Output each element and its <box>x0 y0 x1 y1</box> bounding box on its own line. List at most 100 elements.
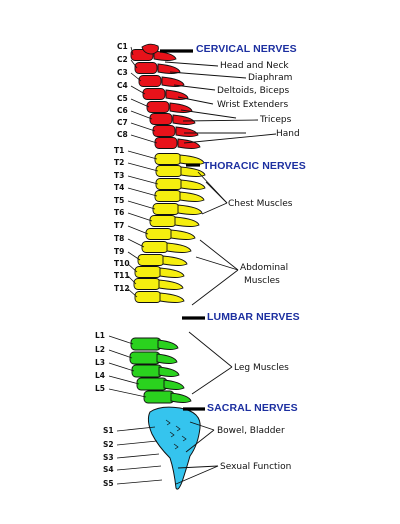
sacral-function-leaders <box>175 421 219 485</box>
sacral-foramen-mark <box>175 425 181 432</box>
vertebra-process-l4 <box>163 379 185 390</box>
vertebra-leader-s3 <box>116 453 160 459</box>
vertebra-leader-l2 <box>108 349 133 359</box>
vertebra-body-t11 <box>133 278 161 290</box>
vertebra-leader-c1 <box>130 46 134 56</box>
vertebra-leader-c8 <box>130 134 158 144</box>
vertebra-process-c6 <box>172 114 196 125</box>
vertebra-leader-t12 <box>127 288 138 298</box>
vertebra-leader-c7 <box>130 122 156 132</box>
vertebra-process-t3 <box>180 179 206 190</box>
vertebra-label-l5: L5 <box>95 384 105 393</box>
abdominal-label-line1: Abdominal <box>240 263 288 273</box>
lumbar-nerves-title: LUMBAR NERVES <box>207 311 300 323</box>
vertebra-leader-l5 <box>108 388 147 398</box>
triceps-label: Triceps <box>259 115 292 125</box>
vertebra-body-c8 <box>154 137 178 149</box>
sacral-foramen-mark <box>169 431 175 438</box>
vertebra-process-c3 <box>161 76 185 87</box>
vertebra-body-t10 <box>134 266 162 278</box>
vertebra-process-c5 <box>169 102 193 113</box>
vertebra-process-c8 <box>177 138 201 149</box>
vertebra-leader-c2 <box>130 59 138 69</box>
vertebra-process-t9 <box>162 255 188 266</box>
thoracic-nerves-title: THORACIC NERVES <box>203 160 306 172</box>
vertebra-label-t7: T7 <box>114 221 124 230</box>
vertebra-leader-s4 <box>116 465 162 471</box>
vertebra-leader-t3 <box>127 175 159 185</box>
vertebra-body-c4 <box>142 88 166 100</box>
sacral-section: SACRAL NERVES <box>183 402 298 414</box>
vertebra-label-c1: C1 <box>117 42 128 51</box>
vertebra-process-l5 <box>170 392 192 403</box>
vertebra-process-l1 <box>157 339 179 350</box>
vertebra-process-t11 <box>158 279 184 290</box>
lumbar-function-leaders <box>188 331 233 395</box>
vertebra-labels: C1C2C3C4C5C6C7C8T1T2T3T4T5T6T7T8T9T10T11… <box>95 42 130 488</box>
vertebra-body-t8 <box>141 241 169 253</box>
vertebra-body-t4 <box>154 190 182 202</box>
vertebra-label-leaders <box>108 46 163 485</box>
vertebra-label-c7: C7 <box>117 118 128 127</box>
vertebra-body-l2 <box>129 351 161 365</box>
vertebra-leader-t4 <box>127 187 158 197</box>
vertebra-label-c5: C5 <box>117 94 128 103</box>
vertebra-label-s3: S3 <box>103 453 114 462</box>
sacral-foramen-mark <box>173 443 179 450</box>
leg-muscles-label: Leg Muscles <box>234 363 289 373</box>
vertebra-label-t10: T10 <box>114 259 130 268</box>
vertebra-body-t9 <box>137 254 165 266</box>
vertebra-leader-t10 <box>127 263 138 273</box>
lumbar-section: LUMBAR NERVES <box>182 311 300 323</box>
thoracic-function-leaders <box>191 171 239 306</box>
vertebra-label-s1: S1 <box>103 426 114 435</box>
vertebra-label-c4: C4 <box>117 81 128 90</box>
vertebra-process-t6 <box>174 216 200 227</box>
vertebra-process-l3 <box>158 366 180 377</box>
vertebra-body-t5 <box>152 203 180 215</box>
vertebra-body-c7 <box>152 125 176 137</box>
vertebra-body-l1 <box>130 337 162 351</box>
vertebra-body-c3 <box>138 75 162 87</box>
vertebra-leader-t11 <box>127 275 137 285</box>
vertebra-label-s2: S2 <box>103 440 114 449</box>
chest-muscles-label: Chest Muscles <box>228 199 293 209</box>
vertebra-process-t5 <box>177 204 203 215</box>
vertebra-body-c5 <box>146 101 170 113</box>
vertebra-leader-s1 <box>116 426 156 432</box>
vertebra-label-t4: T4 <box>114 183 124 192</box>
vertebra-leader-c3 <box>130 72 142 82</box>
cervical-nerves-title: CERVICAL NERVES <box>196 43 297 55</box>
vertebra-label-t6: T6 <box>114 208 124 217</box>
vertebra-leader-t8 <box>127 238 145 248</box>
spine <box>129 43 206 490</box>
vertebra-process-t2 <box>180 166 206 177</box>
vertebra-body-c6 <box>149 113 173 125</box>
cervical-section: CERVICAL NERVES <box>160 43 297 55</box>
vertebra-leader-t5 <box>127 200 156 210</box>
vertebra-leader-s2 <box>116 440 158 446</box>
vertebra-label-c3: C3 <box>117 68 128 77</box>
sacral-foramen-mark <box>165 419 171 426</box>
vertebra-process-c2 <box>157 63 181 74</box>
deltoids-biceps-label: Deltoids, Biceps <box>217 86 290 96</box>
vertebra-process-c4 <box>165 89 189 100</box>
sexual-function-label: Sexual Function <box>220 462 291 472</box>
vertebra-label-l4: L4 <box>95 371 105 380</box>
vertebra-leader-l1 <box>108 335 134 345</box>
atlas-vertebra <box>141 43 159 55</box>
vertebra-label-l1: L1 <box>95 331 105 340</box>
hand-label: Hand <box>276 129 300 139</box>
vertebra-label-t1: T1 <box>114 146 124 155</box>
vertebra-body-c2 <box>134 62 158 74</box>
vertebra-leader-t6 <box>127 212 153 222</box>
vertebra-label-c6: C6 <box>117 106 128 115</box>
vertebra-body-t3 <box>155 178 183 190</box>
vertebra-leader-c5 <box>130 98 150 108</box>
vertebra-body-l5 <box>143 390 175 404</box>
vertebra-label-t5: T5 <box>114 196 124 205</box>
vertebra-body-t6 <box>149 215 177 227</box>
vertebra-label-l2: L2 <box>95 345 105 354</box>
vertebra-process-l2 <box>156 353 178 364</box>
